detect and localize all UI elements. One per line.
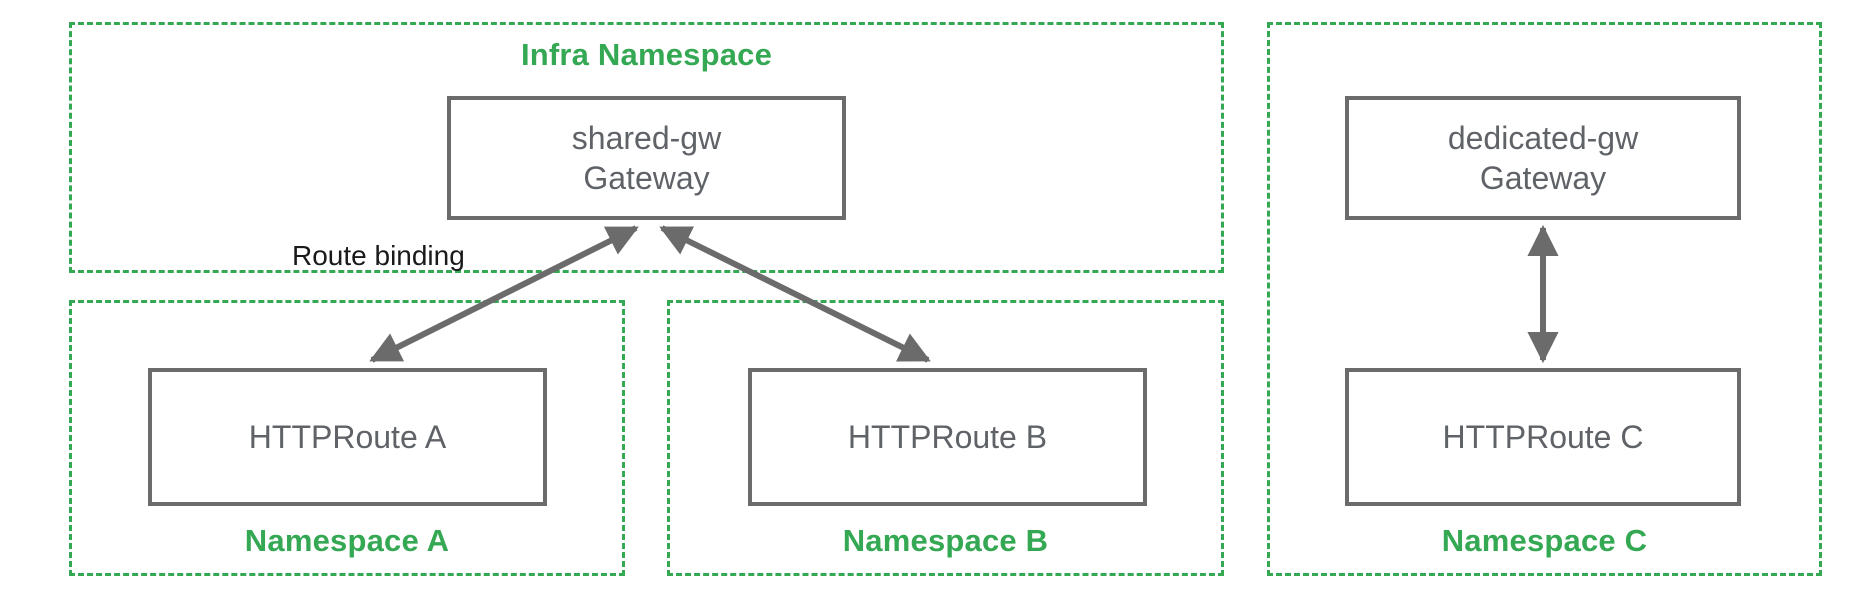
namespace-c-label: Namespace C — [1441, 523, 1648, 558]
node-httproute-a[interactable]: HTTPRoute A — [148, 368, 547, 506]
annotation-route-binding: Route binding — [292, 240, 465, 271]
node-httproute-c[interactable]: HTTPRoute C — [1345, 368, 1741, 506]
namespace-c: Namespace C — [1267, 22, 1822, 576]
namespace-a: Namespace A — [69, 300, 625, 576]
node-httproute-b[interactable]: HTTPRoute B — [748, 368, 1147, 506]
node-shared-gw-gateway[interactable]: shared-gw Gateway — [447, 96, 846, 220]
namespace-b-label: Namespace B — [842, 523, 1049, 558]
namespace-a-label: Namespace A — [244, 523, 450, 558]
node-dedicated-gw-gateway[interactable]: dedicated-gw Gateway — [1345, 96, 1741, 220]
namespace-infra: Infra Namespace — [69, 22, 1224, 273]
namespace-b: Namespace B — [667, 300, 1224, 576]
namespace-infra-label: Infra Namespace — [520, 37, 773, 72]
